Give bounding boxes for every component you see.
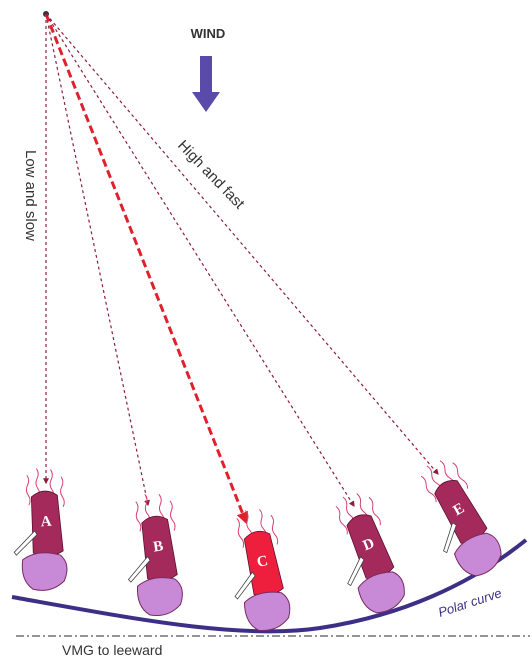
spinnaker-sail bbox=[243, 591, 291, 632]
boat-a: A bbox=[13, 468, 68, 591]
wind-arrow-icon bbox=[192, 56, 220, 112]
vmg-to-leeward-label: VMG to leeward bbox=[62, 642, 162, 658]
telltale-icon bbox=[25, 474, 31, 506]
boat-b: B bbox=[127, 494, 183, 616]
wind-label: WIND bbox=[191, 26, 226, 41]
high-and-fast-label: High and fast bbox=[174, 137, 248, 213]
telltale-icon bbox=[420, 475, 437, 503]
boat-letter: B bbox=[152, 538, 164, 555]
boat-e: E bbox=[420, 460, 502, 577]
course-line-e bbox=[45, 13, 439, 475]
telltale-icon bbox=[335, 505, 348, 535]
telltale-icon bbox=[236, 517, 245, 548]
polar-curve bbox=[11, 538, 528, 634]
low-and-slow-label: Low and slow bbox=[22, 150, 39, 241]
telltale-icon bbox=[169, 500, 176, 531]
boat-boom bbox=[347, 556, 365, 587]
spinnaker-sail bbox=[136, 577, 183, 616]
course-line-c bbox=[44, 13, 249, 525]
spinnaker-sail bbox=[357, 571, 405, 614]
telltale-icon bbox=[60, 476, 65, 508]
telltale-icon bbox=[452, 462, 469, 489]
boat-boom bbox=[443, 522, 457, 554]
telltale-icon bbox=[135, 501, 142, 532]
boat-boom bbox=[13, 530, 38, 556]
course-line-b bbox=[45, 13, 150, 507]
boat-letter: A bbox=[40, 514, 52, 531]
boat-letter: C bbox=[255, 553, 269, 571]
boats: A B C DE bbox=[13, 460, 502, 632]
boat-c: C bbox=[234, 509, 291, 632]
course-lines bbox=[43, 13, 439, 525]
telltale-icon bbox=[368, 496, 381, 526]
boat-d: D bbox=[335, 493, 405, 614]
boat-boom bbox=[234, 571, 256, 600]
spinnaker-sail bbox=[21, 552, 68, 591]
spinnaker-sail bbox=[453, 532, 502, 577]
boat-boom bbox=[127, 555, 151, 583]
course-line-d bbox=[45, 13, 355, 508]
telltale-icon bbox=[270, 514, 279, 545]
